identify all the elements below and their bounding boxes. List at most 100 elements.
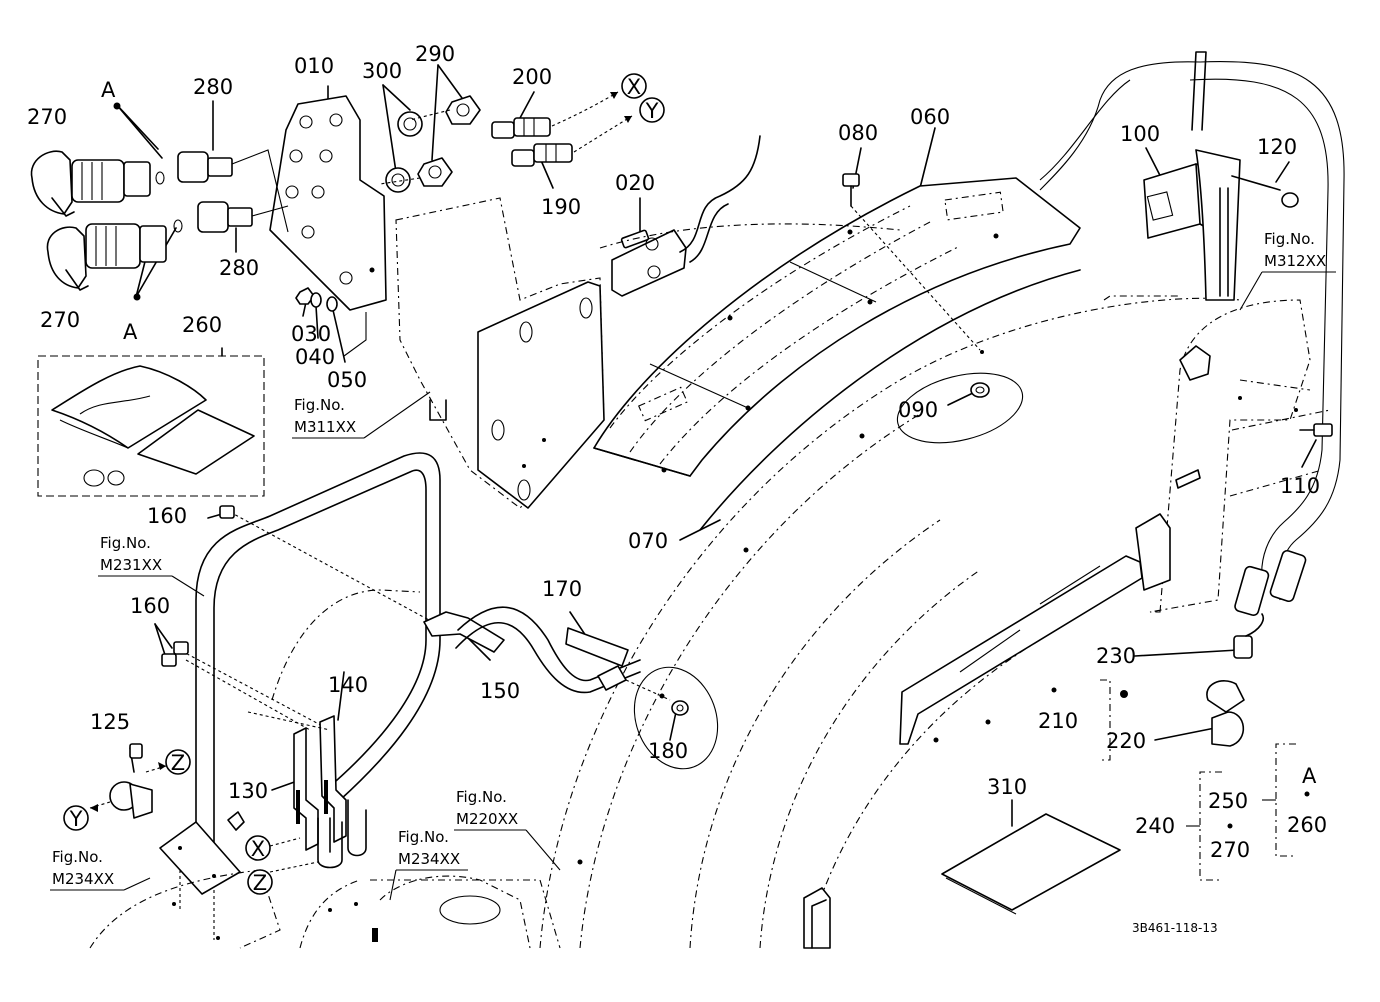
fasteners-030-050	[295, 287, 338, 312]
projection-lines-top	[231, 109, 451, 357]
label-090: 090	[898, 398, 938, 422]
marker-y-lower: Y	[63, 805, 89, 831]
part-labels: 270 270 A A 280 280 010 300 290 200 190 …	[27, 42, 1327, 862]
label-140: 140	[328, 673, 368, 697]
label-040: 040	[295, 345, 335, 369]
label-110: 110	[1280, 474, 1320, 498]
manual-310	[941, 813, 1121, 915]
figure-ref-m220: Fig.No. M220XX	[454, 788, 561, 871]
label-190: 190	[541, 195, 581, 219]
label-160-upper: 160	[147, 504, 187, 528]
svg-text:Y: Y	[69, 807, 83, 831]
label-270-upper: 270	[27, 105, 67, 129]
kit-260-box	[37, 355, 265, 497]
figure-ref-m311: Fig.No. M311XX	[292, 391, 431, 439]
label-260-group: 260	[1287, 813, 1327, 837]
figure-ref-m234-left: Fig.No. M234XX	[50, 848, 151, 891]
svg-text:M231XX: M231XX	[100, 556, 162, 574]
coupler-assembly-upper	[30, 150, 233, 217]
washer-090	[896, 350, 1024, 444]
label-270-lower: 270	[40, 308, 80, 332]
label-080: 080	[838, 121, 878, 145]
coupler-right	[1233, 549, 1307, 659]
label-120: 120	[1257, 135, 1297, 159]
rear-fender-m220	[539, 223, 1241, 949]
clamp-125	[89, 743, 167, 819]
hydraulic-hoses	[1039, 61, 1345, 601]
hose-brackets-130-140	[247, 711, 367, 873]
label-310: 310	[987, 775, 1027, 799]
mounting-bracket-010	[269, 95, 387, 311]
figure-ref-m312: Fig.No. M312XX	[1239, 230, 1336, 311]
base-plate	[89, 811, 561, 949]
label-030: 030	[291, 322, 331, 346]
coupler-assembly-lower	[46, 201, 253, 291]
dust-cap-220	[1100, 679, 1245, 761]
support-bracket	[899, 513, 1171, 745]
bullet-a-top	[113, 102, 121, 110]
label-270-group: 270	[1210, 838, 1250, 862]
frame-m311	[395, 197, 605, 509]
label-060: 060	[910, 105, 950, 129]
label-050: 050	[327, 368, 367, 392]
label-180: 180	[648, 739, 688, 763]
marker-y-top: Y	[639, 97, 665, 123]
marker-x-mid: X	[245, 835, 271, 861]
label-240: 240	[1135, 814, 1175, 838]
bolts-160	[161, 505, 235, 667]
label-200: 200	[512, 65, 552, 89]
label-300: 300	[362, 59, 402, 83]
washer-180	[633, 666, 719, 770]
rops-frame-m312	[1149, 299, 1331, 613]
svg-text:M234XX: M234XX	[52, 870, 114, 888]
marker-z-mid: Z	[247, 869, 273, 895]
svg-text:M311XX: M311XX	[294, 418, 356, 436]
label-280-upper: 280	[193, 75, 233, 99]
step-bracket	[803, 887, 831, 949]
bracket-100	[1143, 51, 1299, 301]
label-260-kit: 260	[182, 313, 222, 337]
hose-nipples	[491, 91, 633, 167]
label-150: 150	[480, 679, 520, 703]
label-210: 210	[1038, 709, 1078, 733]
drawing-reference: 3B461-118-13	[1132, 921, 1218, 935]
svg-text:Fig.No.: Fig.No.	[52, 848, 103, 866]
label-170: 170	[542, 577, 582, 601]
label-a-top: A	[101, 78, 116, 102]
svg-text:Fig.No.: Fig.No.	[1264, 230, 1315, 248]
label-010: 010	[294, 54, 334, 78]
bullet-a-group	[1304, 791, 1310, 797]
label-220: 220	[1106, 729, 1146, 753]
figure-ref-m234-center: Fig.No. M234XX	[389, 828, 468, 901]
svg-text:Fig.No.: Fig.No.	[294, 396, 345, 414]
svg-text:X: X	[251, 837, 265, 861]
label-070: 070	[628, 529, 668, 553]
label-020: 020	[615, 171, 655, 195]
marker-x-top: X	[621, 73, 647, 99]
label-130: 130	[228, 779, 268, 803]
marker-z-upper: Z	[165, 749, 191, 775]
bolt-110	[1299, 423, 1333, 437]
label-a-bottom: A	[123, 320, 138, 344]
svg-text:M234XX: M234XX	[398, 850, 460, 868]
label-160-lower: 160	[130, 594, 170, 618]
label-125: 125	[90, 710, 130, 734]
label-100: 100	[1120, 122, 1160, 146]
bolt-080	[842, 173, 981, 351]
lever-020	[611, 135, 761, 297]
figure-ref-m231: Fig.No. M231XX	[98, 534, 205, 597]
svg-text:Fig.No.: Fig.No.	[398, 828, 449, 846]
label-250: 250	[1208, 789, 1248, 813]
svg-text:X: X	[627, 75, 641, 99]
svg-text:Fig.No.: Fig.No.	[456, 788, 507, 806]
bullet-250-270	[1227, 823, 1233, 829]
bullet-a-bottom	[133, 293, 141, 301]
label-280-lower: 280	[219, 256, 259, 280]
label-a-group: A	[1302, 764, 1317, 788]
group-brackets	[1186, 743, 1296, 881]
svg-text:Fig.No.: Fig.No.	[100, 534, 151, 552]
label-290: 290	[415, 42, 455, 66]
svg-text:Z: Z	[253, 871, 267, 895]
fender-060	[593, 177, 1081, 477]
